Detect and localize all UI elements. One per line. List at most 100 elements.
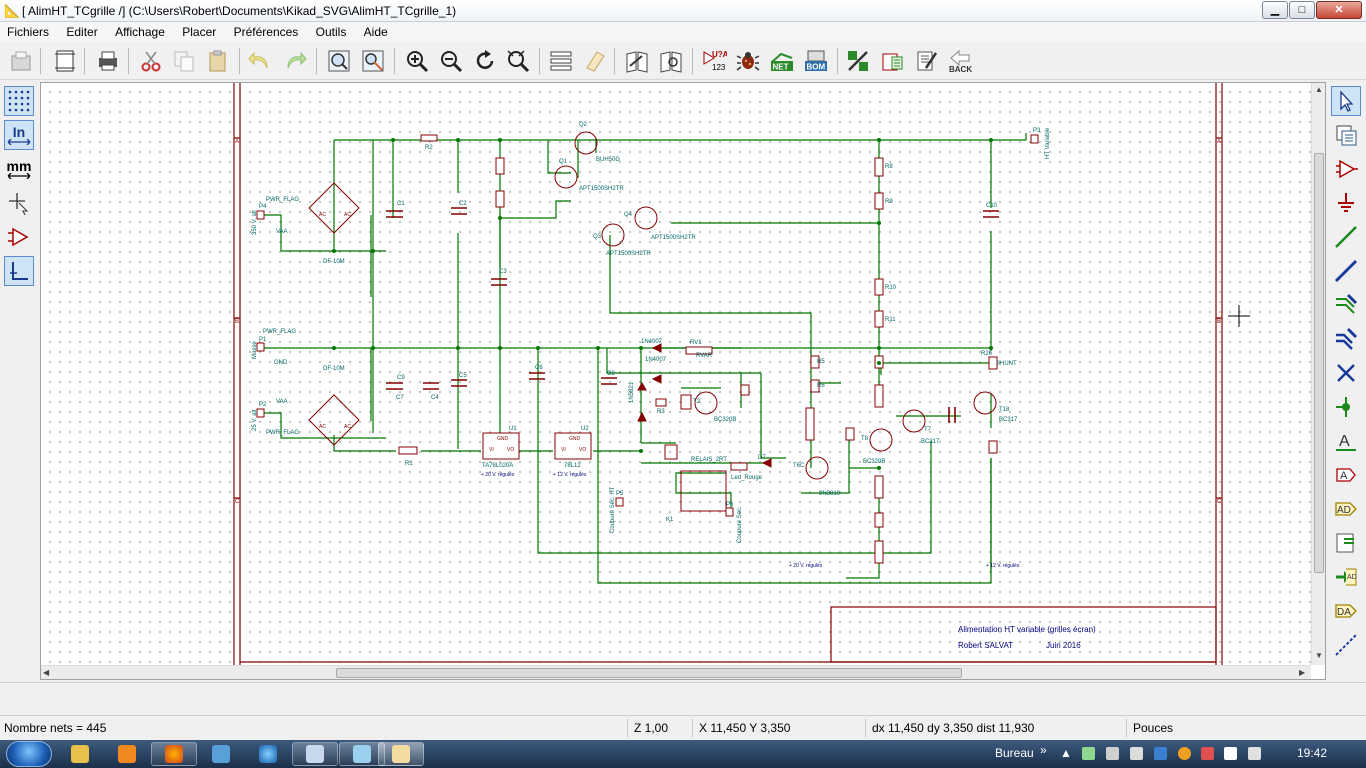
select-arrow-icon[interactable] [1331, 86, 1361, 116]
cursor-shape-icon[interactable] [4, 188, 34, 218]
page-settings-icon[interactable] [50, 46, 80, 76]
new-schematic-icon[interactable] [6, 46, 36, 76]
menu-fichiers[interactable]: Fichiers [7, 25, 50, 39]
place-graphic-line-icon[interactable] [1331, 630, 1361, 660]
place-power-icon[interactable] [1331, 188, 1361, 218]
label-p4: P4 [259, 204, 267, 210]
taskbar-document-icon[interactable] [292, 742, 338, 766]
redo-icon[interactable] [280, 46, 310, 76]
bom-icon[interactable]: BOM [801, 46, 831, 76]
label-k1: K1 [666, 517, 674, 523]
leave-sheet-icon[interactable] [580, 46, 610, 76]
minimize-button[interactable]: ▁ [1262, 1, 1288, 19]
kicad-app-icon[interactable]: 📐 [4, 3, 21, 18]
import-footprints-icon[interactable] [912, 46, 942, 76]
taskbar-network-icon[interactable] [198, 742, 244, 766]
undo-icon[interactable] [245, 46, 275, 76]
label-rv1: RV1 [690, 340, 702, 346]
menu-affichage[interactable]: Affichage [115, 25, 165, 39]
hidden-pins-icon[interactable] [4, 222, 34, 252]
copy-icon[interactable] [169, 46, 199, 76]
tray-sync-icon[interactable] [1082, 747, 1095, 760]
svg-text:VO: VO [507, 447, 514, 453]
svg-text:NET: NET [773, 63, 789, 72]
place-hierarchical-label-icon[interactable]: AD [1331, 494, 1361, 524]
find-replace-icon[interactable] [358, 46, 388, 76]
label-p6: P6 [726, 502, 734, 508]
import-sheet-pin-icon[interactable]: AD [1331, 562, 1361, 592]
wire-to-bus-entry-icon[interactable] [1331, 290, 1361, 320]
label-gnd: GND [274, 360, 288, 366]
menu-preferences[interactable]: Préférences [233, 25, 299, 39]
place-global-label-icon[interactable]: A [1331, 460, 1361, 490]
hierarchy-icon[interactable] [546, 46, 576, 76]
svg-text:AC: AC [344, 424, 351, 430]
label-apt2: APT1500SH2TR [651, 235, 696, 241]
tray-update-icon[interactable] [1178, 747, 1191, 760]
maximize-button[interactable]: □ [1289, 1, 1315, 19]
taskbar-kicad-icon[interactable] [378, 742, 424, 766]
tray-arrow-icon[interactable]: ▲ [1060, 746, 1072, 760]
menu-placer[interactable]: Placer [182, 25, 217, 39]
redraw-icon[interactable] [470, 46, 500, 76]
horizontal-scrollbar[interactable]: ◀ ▶ [41, 665, 1311, 679]
grid-toggle-icon[interactable] [4, 86, 34, 116]
hierarchy-navigator-icon[interactable] [1331, 120, 1361, 150]
tray-volume-icon[interactable] [1130, 747, 1143, 760]
cvpcb-icon[interactable] [843, 46, 873, 76]
taskbar-media-player-icon[interactable] [104, 742, 150, 766]
taskbar-globe-icon[interactable] [245, 742, 291, 766]
label-bc317-2: BC317 [999, 417, 1018, 423]
tray-signal-icon[interactable] [1248, 747, 1261, 760]
vertical-scroll-thumb[interactable] [1314, 153, 1324, 573]
place-sheet-pin-icon[interactable]: DA [1331, 596, 1361, 626]
place-wire-icon[interactable] [1331, 222, 1361, 252]
tray-monitor-icon[interactable] [1154, 747, 1167, 760]
library-editor-icon[interactable] [622, 46, 652, 76]
label-q1: Q1 [559, 159, 568, 165]
units-inch-button[interactable]: In [4, 120, 34, 150]
back-icon[interactable]: BACK [945, 46, 975, 76]
close-button[interactable]: ✕ [1316, 1, 1362, 19]
place-bus-icon[interactable] [1331, 256, 1361, 286]
find-icon[interactable] [324, 46, 354, 76]
label-c9: C9 [397, 375, 405, 381]
tray-network-icon[interactable] [1106, 747, 1119, 760]
units-mm-button[interactable]: mm [4, 154, 34, 184]
cut-icon[interactable] [136, 46, 166, 76]
taskbar-notepad-icon[interactable] [339, 742, 385, 766]
label-q4: Q4 [624, 212, 633, 218]
netlist-icon[interactable]: NET [767, 46, 797, 76]
zoom-out-icon[interactable] [436, 46, 466, 76]
menu-aide[interactable]: Aide [363, 25, 388, 39]
vertical-scrollbar[interactable]: ▲ ▼ [1311, 83, 1325, 665]
library-browser-icon[interactable] [656, 46, 686, 76]
taskbar-clock[interactable]: 19:42 [1297, 746, 1328, 760]
tray-security-icon[interactable] [1201, 747, 1214, 760]
taskbar-bureau-label[interactable]: Bureau [995, 746, 1034, 760]
no-connect-icon[interactable] [1331, 358, 1361, 388]
start-button[interactable] [6, 741, 52, 767]
label-r26: R26 [981, 351, 993, 357]
pcbnew-icon[interactable] [878, 46, 908, 76]
menu-outils[interactable]: Outils [315, 25, 347, 39]
line-orientation-icon[interactable] [4, 256, 34, 286]
zoom-in-icon[interactable] [402, 46, 432, 76]
horizontal-scroll-thumb[interactable] [336, 668, 962, 678]
bus-to-bus-entry-icon[interactable] [1331, 324, 1361, 354]
taskbar-firefox-icon[interactable] [151, 742, 197, 766]
erc-bug-icon[interactable] [733, 46, 763, 76]
taskbar-explorer-icon[interactable] [57, 742, 103, 766]
taskbar-chevron-icon[interactable]: » [1040, 743, 1047, 757]
tray-flag-icon[interactable] [1224, 747, 1237, 760]
print-icon[interactable] [93, 46, 123, 76]
zoom-fit-icon[interactable] [503, 46, 533, 76]
place-label-icon[interactable]: A [1331, 426, 1361, 456]
place-hierarchical-sheet-icon[interactable] [1331, 528, 1361, 558]
place-junction-icon[interactable] [1331, 392, 1361, 422]
menu-editer[interactable]: Editer [66, 25, 98, 39]
place-component-icon[interactable] [1331, 154, 1361, 184]
paste-icon[interactable] [203, 46, 233, 76]
